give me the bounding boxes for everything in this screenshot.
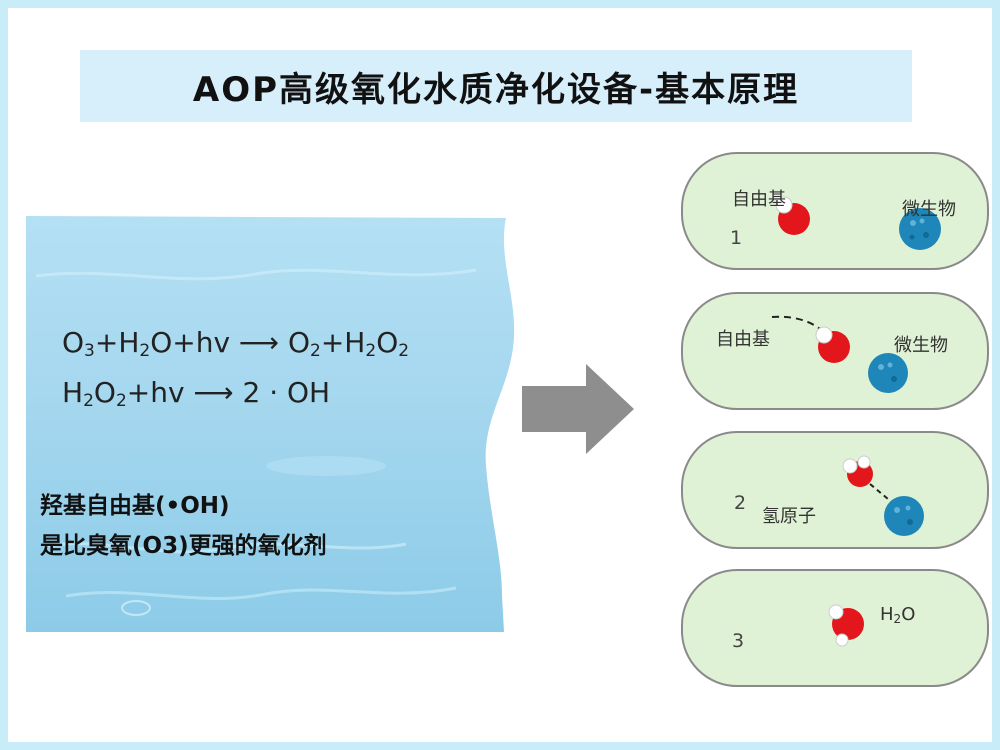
reaction-equation-1: O3+H2O+hv ⟶ O2+H2O2 xyxy=(62,326,410,361)
page-title: AOP高级氧化水质净化设备-基本原理 xyxy=(192,69,800,110)
hydrogen-atom-label: 氢原子 xyxy=(762,506,816,527)
step-number: 2 xyxy=(734,492,747,514)
microbe-label: 微生物 xyxy=(894,335,948,356)
water-molecule-icon xyxy=(828,604,864,647)
caption-line-1: 羟基自由基(•OH) xyxy=(40,493,230,519)
title-banner: AOP高级氧化水质净化设备-基本原理 xyxy=(80,50,912,122)
radical-molecule-icon xyxy=(815,326,850,363)
stage: AOP高级氧化水质净化设备-基本原理 O3+H2O+hv ⟶ O2+H2O2 H… xyxy=(8,8,992,742)
radical-molecule-icon xyxy=(775,196,810,235)
microbe-icon xyxy=(884,496,924,536)
step-number: 1 xyxy=(730,227,743,249)
step-number: 3 xyxy=(732,630,745,652)
stage-panel-3: 2 氢原子 xyxy=(680,430,990,550)
microbe-label: 微生物 xyxy=(902,199,956,220)
microbe-icon xyxy=(868,353,908,393)
radical-label: 自由基 xyxy=(716,329,770,350)
water-shape xyxy=(26,216,515,632)
water-background xyxy=(26,216,515,632)
reaction-equation-2: H2O2+hv ⟶ 2 · OH xyxy=(62,376,331,411)
right-arrow-icon xyxy=(522,364,634,454)
water-formula-label: H2O xyxy=(880,604,916,626)
radical-molecule-icon xyxy=(842,455,873,487)
stage-panel-2: 自由基 微生物 xyxy=(680,291,990,411)
microbe-icon xyxy=(899,208,941,250)
stage-panel-4: 3 H2O xyxy=(680,568,990,688)
radical-label: 自由基 xyxy=(732,189,786,210)
caption-line-2: 是比臭氧(O3)更强的氧化剂 xyxy=(40,533,327,559)
stage-panel-1: 1 自由基 微生物 xyxy=(680,151,990,271)
